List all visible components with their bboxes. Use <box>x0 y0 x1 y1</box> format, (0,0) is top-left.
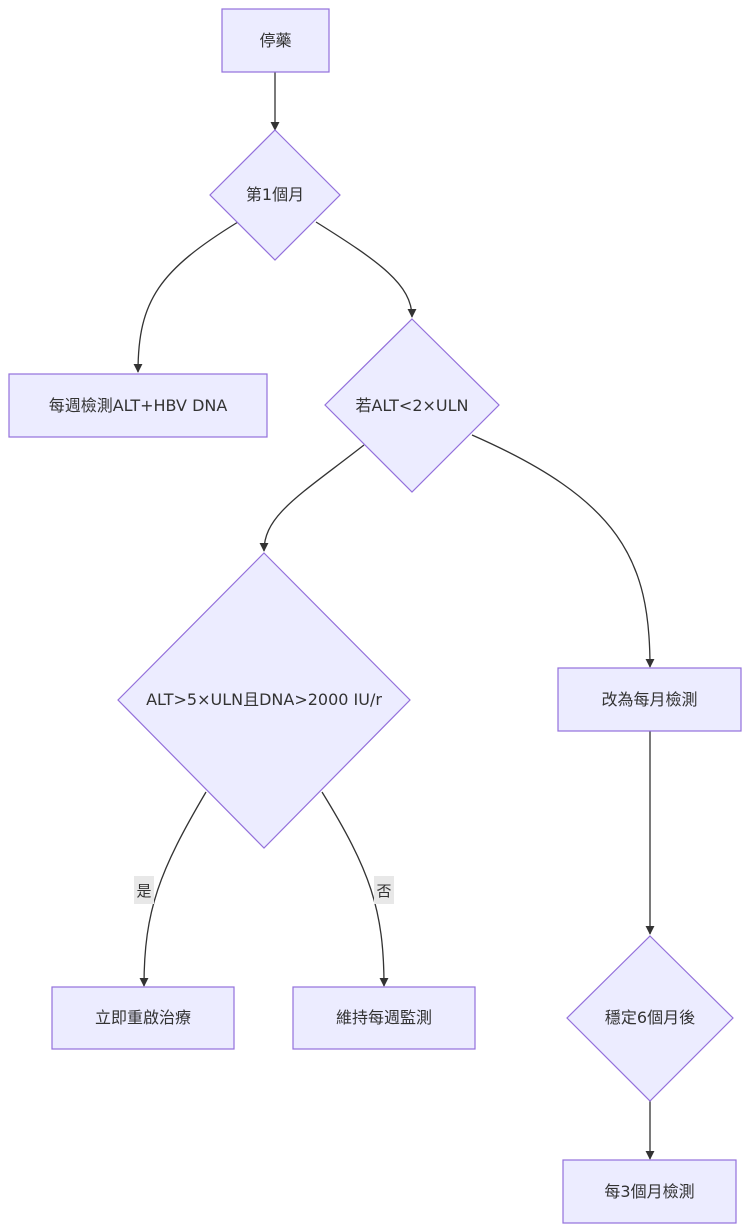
svg-text:是: 是 <box>136 882 151 900</box>
node-month1-label: 第1個月 <box>246 185 304 204</box>
node-weekly-test[interactable]: 每週檢測ALT+HBV DNA <box>8 373 268 438</box>
edge-label-yes: 是 <box>134 876 154 904</box>
node-every3-label: 每3個月檢測 <box>604 1182 694 1201</box>
node-stop[interactable]: 停藥 <box>221 8 330 73</box>
node-month1[interactable]: 第1個月 <box>209 129 341 261</box>
svg-text:否: 否 <box>376 882 391 900</box>
node-every3[interactable]: 每3個月檢測 <box>562 1159 737 1224</box>
edge-criteria-to-restart <box>139 791 207 987</box>
node-stable6[interactable]: 穩定6個月後 <box>566 935 734 1102</box>
node-weekly-test-label: 每週檢測ALT+HBV DNA <box>49 396 228 415</box>
edge-month1-to-alt-check <box>315 221 417 318</box>
edge-month1-to-weekly-test <box>133 221 239 373</box>
node-restart-label: 立即重啟治療 <box>95 1008 191 1027</box>
edge-label-no: 否 <box>374 876 394 904</box>
node-keep-weekly[interactable]: 維持每週監測 <box>292 986 476 1050</box>
node-stop-label: 停藥 <box>259 31 291 50</box>
edge-criteria-to-keep-weekly <box>321 791 389 987</box>
node-alt-check[interactable]: 若ALT<2×ULN <box>324 318 500 493</box>
node-alt-check-label: 若ALT<2×ULN <box>355 396 468 415</box>
node-stable6-label: 穩定6個月後 <box>605 1008 695 1027</box>
node-criteria-label: ALT>5×ULN且DNA>2000 IU/r <box>146 690 382 709</box>
node-monthly[interactable]: 改為每月檢測 <box>557 667 742 732</box>
edge-alt-check-to-criteria <box>259 444 365 552</box>
edges <box>133 72 655 1160</box>
edge-alt-check-to-monthly <box>471 434 655 668</box>
node-keep-weekly-label: 維持每週監測 <box>336 1008 432 1027</box>
node-restart[interactable]: 立即重啟治療 <box>51 986 235 1050</box>
node-criteria[interactable]: ALT>5×ULN且DNA>2000 IU/r <box>117 552 411 849</box>
node-monthly-label: 改為每月檢測 <box>601 690 697 709</box>
